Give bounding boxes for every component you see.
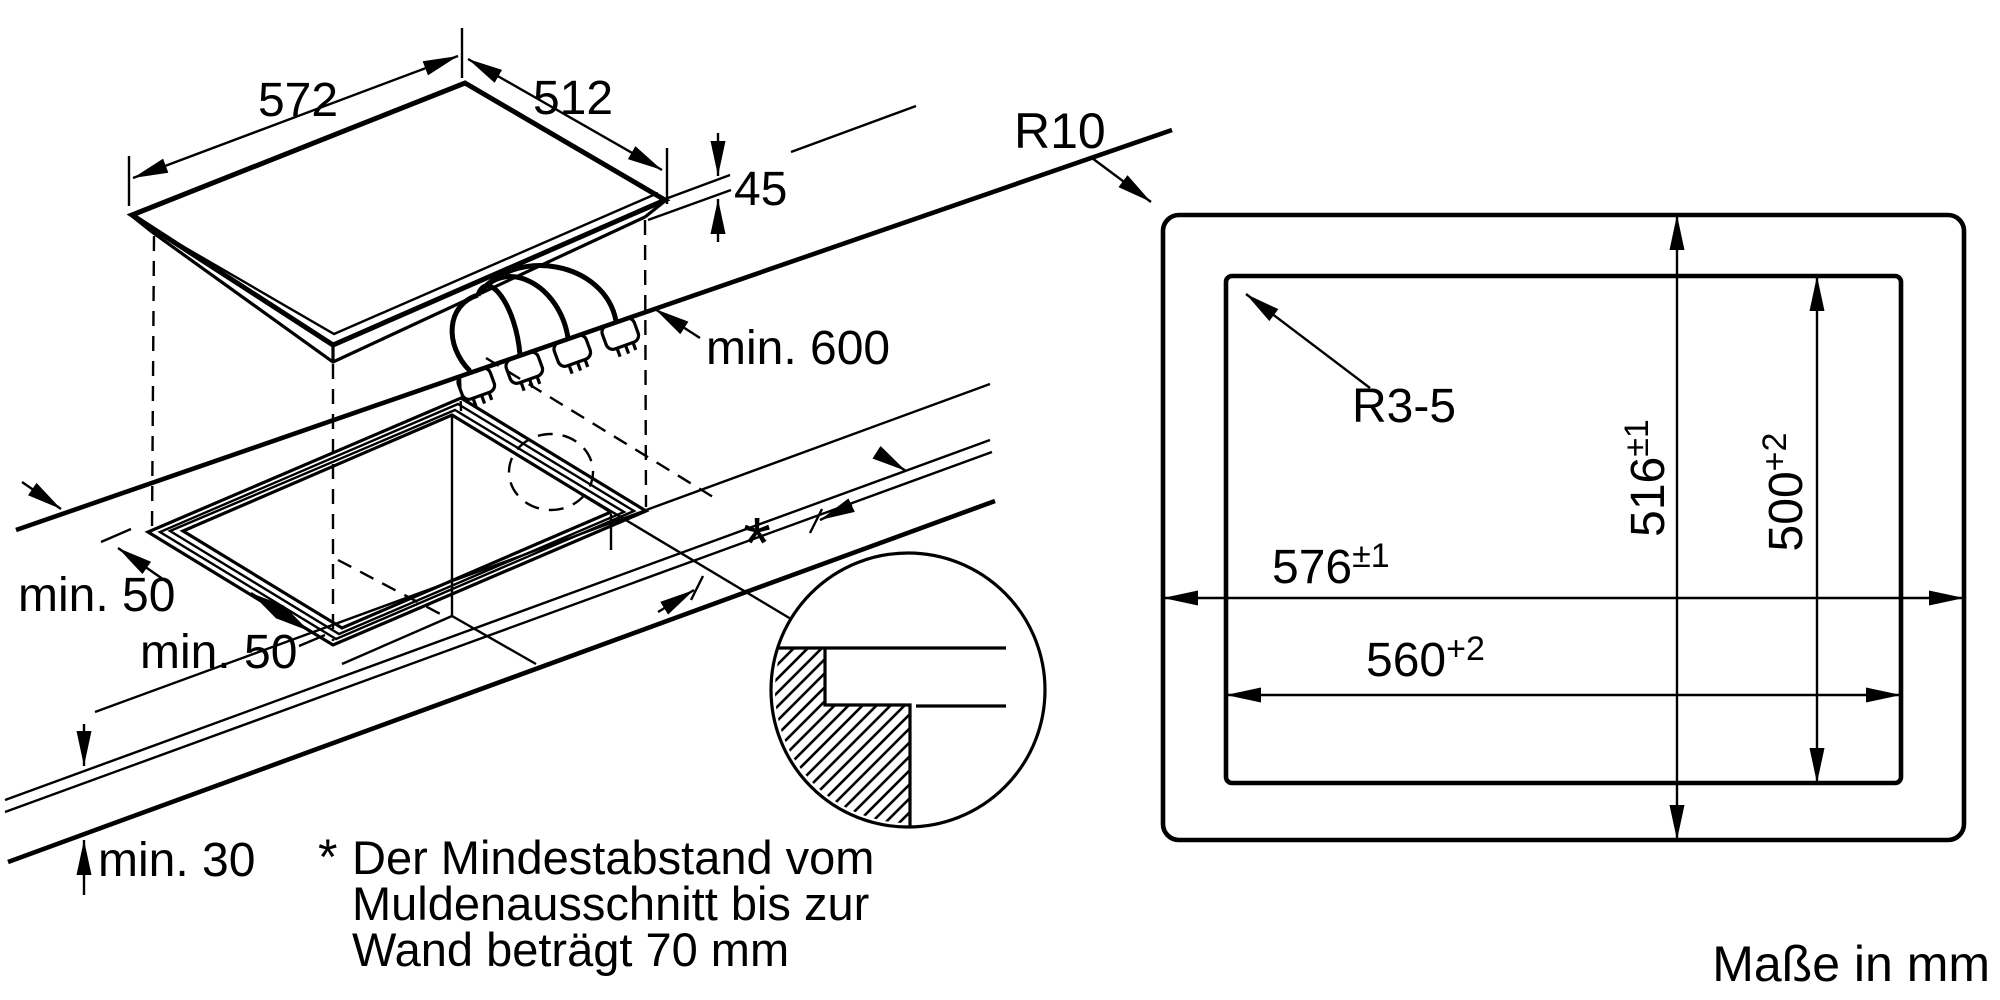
dim-label-min50-front: min. 50 [140,626,297,679]
dim-plan-depth-500: 500+2 [1756,276,1825,783]
footnote-marker: * [318,829,337,885]
plug-icon [550,331,598,379]
dim-worktop-thickness-min30: min. 30 [76,724,255,895]
dim-label-516: 516±1 [1618,419,1675,537]
detail-reference-circle [507,432,595,512]
dim-label-45: 45 [734,163,787,216]
dim-wall-distance-asterisk: * [657,498,855,615]
radius-callout-r10: R10 [1014,103,1152,203]
dim-rear-clearance-min50: min. 50 [18,481,175,622]
dim-cooktop-depth-512: 512 [467,57,669,204]
dim-label-572: 572 [258,74,338,127]
glass-inner-border [140,191,659,336]
cutout-outline-plan [1223,273,1904,786]
cutout-outer-edge [144,396,650,647]
dim-plan-depth-516: 516±1 [1618,215,1685,840]
units-note: Maße in mm [1712,936,1990,992]
dim-label-asterisk: * [743,504,771,584]
footnote-line-1: Der Mindestabstand vom [352,831,874,884]
dim-label-512: 512 [533,72,613,125]
dim-cooktop-width-572: 572 [127,28,464,206]
projection-lines [150,219,719,641]
rabbet-step-profile [823,648,912,826]
dim-cooktop-height-45: 45 [647,104,917,242]
worktop-rear-edge-line [15,127,1173,533]
dim-label-min50-rear: min. 50 [18,569,175,622]
footnote: * Der Mindestabstand vom Muldenausschnit… [318,829,874,976]
cutout-edge-detail [583,493,1047,829]
dim-plan-width-560: 560+2 [1226,630,1901,703]
detail-circle [769,551,1047,829]
worktop-cutout [144,396,650,666]
label-r3-5: R3-5 [1352,380,1456,433]
worktop-front-bottom-edge-line [7,498,996,865]
dim-plan-width-576: 576±1 [1163,537,1964,606]
power-plug-icons [454,314,646,412]
cutout-plan-view: R10 R3-5 576±1 560+2 516±1 500+2 [1014,103,1990,992]
detail-leader-line [583,493,792,621]
plug-icon [454,364,502,412]
dim-label-576: 576±1 [1272,537,1390,594]
label-r10: R10 [1014,103,1106,159]
dim-worktop-depth-min600: min. 600 [654,307,907,473]
dim-label-500: 500+2 [1756,433,1813,552]
footnote-line-3: Wand beträgt 70 mm [352,923,789,976]
radius-callout-r3-5: R3-5 [1245,293,1456,433]
dim-label-560: 560+2 [1366,630,1485,687]
footnote-line-2: Muldenausschnitt bis zur [352,877,869,930]
dim-label-min30: min. 30 [98,834,255,887]
cooktop-outline-plan [1160,212,1967,843]
dim-label-min600: min. 600 [706,322,890,375]
isometric-installation-view: 572 512 45 min. 600 min. 50 [4,28,1173,976]
dim-front-clearance-min50: min. 50 [140,591,326,679]
cutout-hole-edge [179,413,615,630]
power-cables [449,263,619,373]
